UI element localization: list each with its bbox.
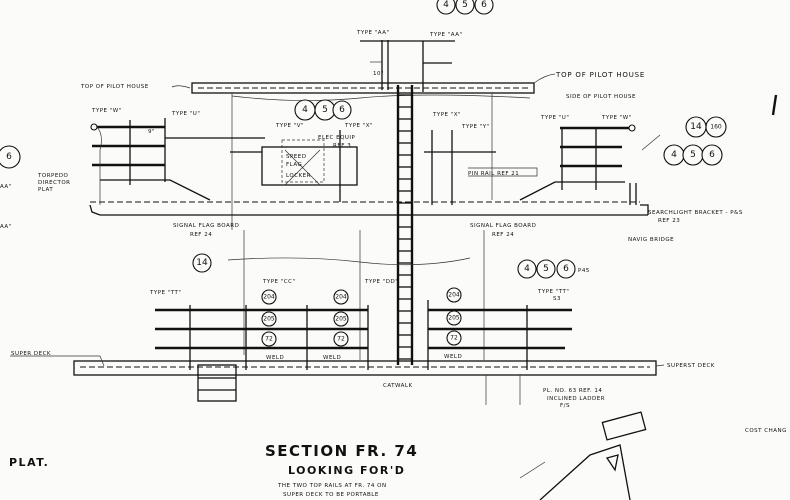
ref-circle-number: 6 xyxy=(709,150,715,160)
mast xyxy=(360,40,455,92)
left-rail xyxy=(90,118,265,205)
label-type-w: TYPE "W" xyxy=(601,115,632,121)
label-type-x: TYPE "X" xyxy=(432,112,461,118)
ref-circle-number: 72 xyxy=(265,336,273,343)
ref-circle-group-pilot: 4 5 6 xyxy=(294,99,352,121)
vertical-ladder xyxy=(396,85,414,365)
ref-circle-number: 4 xyxy=(443,0,449,10)
label-plat: PLAT xyxy=(38,187,53,193)
label-searchlight-bracket: SEARCHLIGHT BRACKET - P&S xyxy=(648,210,743,216)
label-signal-ref: REF 24 xyxy=(492,232,514,238)
ref-circle-group-right-b: 4 5 6 xyxy=(663,144,723,166)
label-type-cc: TYPE "CC" xyxy=(262,279,296,285)
label-top-of-pilot-house: TOP OF PILOT HOUSE xyxy=(555,71,645,79)
ref-circle-number: 72 xyxy=(337,336,345,343)
section-title: SECTION FR. 74 xyxy=(265,442,418,460)
ref-circle-number: 160 xyxy=(710,124,722,131)
label-weld: WELD xyxy=(266,355,284,361)
lower-rails xyxy=(155,300,572,405)
ref-circle-number: 6 xyxy=(563,264,569,274)
label-ladder-ref: PL. NO. 63 REF. 14 xyxy=(543,388,602,394)
label-type-v: TYPE "V" xyxy=(275,123,304,129)
ref-circle-number: 6 xyxy=(339,105,345,115)
ref-circle-number: 14 xyxy=(196,258,208,268)
ref-circle-number: 5 xyxy=(543,264,549,274)
label-type-u: TYPE "U" xyxy=(171,111,200,117)
ref-circle-number: 4 xyxy=(302,105,308,115)
label-elec-ref: REF 3 xyxy=(333,143,351,149)
label-navig-bridge: NAVIG BRIDGE xyxy=(628,237,674,243)
title-block: PLAT. SECTION FR. 74 LOOKING FOR'D THE T… xyxy=(9,442,418,498)
dimension-label: 9" xyxy=(148,129,155,135)
ref-circle-number: 6 xyxy=(6,152,12,162)
label-ladder-fs: F/S xyxy=(560,403,570,409)
ref-circle-number: 205 xyxy=(263,316,275,323)
label-type-aa-right: TYPE "AA" xyxy=(429,32,463,38)
searchlight xyxy=(519,411,647,500)
label-weld: WELD xyxy=(444,354,462,360)
section-note: SUPER DECK TO BE PORTABLE xyxy=(283,492,379,498)
label-type-tt: TYPE "TT" xyxy=(149,290,181,296)
ref-circles: 4 5 6 4 5 6 14 160 4 5 6 6 14 4 5 6 P45 … xyxy=(0,0,727,347)
label-type-w: TYPE "W" xyxy=(91,108,122,114)
plat-label: PLAT. xyxy=(9,456,49,469)
label-super-deck: SUPER DECK xyxy=(11,351,51,357)
ref-circle-group-top: 4 5 6 xyxy=(436,0,494,15)
label-elec-equip: ELEC EQUIP xyxy=(318,135,356,141)
right-rail xyxy=(560,124,661,205)
label-searchlight-ref: REF 23 xyxy=(658,218,680,224)
label-pin-rail: PIN RAIL REF 21 xyxy=(468,171,519,177)
ref-circle-number: 5 xyxy=(690,150,696,160)
label-type-aa-left: TYPE "AA" xyxy=(356,30,390,36)
ref-circle-number: 4 xyxy=(524,264,530,274)
ref-circle-number: 204 xyxy=(263,294,275,301)
edge-mark xyxy=(771,94,778,116)
annotations: TYPE "AA" TYPE "AA" AA" AA" TOP OF PILOT… xyxy=(0,30,787,434)
label-director: DIRECTOR xyxy=(38,180,71,186)
rail-callouts: 204 204 204 205 205 205 72 72 72 xyxy=(261,287,462,347)
label-superst-deck: SUPERST DECK xyxy=(667,363,715,369)
label-signal-flag-board: SIGNAL FLAG BOARD xyxy=(470,223,536,229)
label-type-aa-edge: AA" xyxy=(0,224,12,230)
label-inclined-ladder: INCLINED LADDER xyxy=(547,396,605,402)
dimension-label: 10" xyxy=(373,71,384,77)
ref-circle-number: 6 xyxy=(481,0,487,10)
section-note: THE TWO TOP RAILS AT FR. 74 ON xyxy=(277,483,387,489)
label-type-tt-ref: S3 xyxy=(553,296,561,302)
label-type-x: TYPE "X" xyxy=(344,123,373,129)
ref-circle-number: 5 xyxy=(462,0,468,10)
label-type-aa-edge: AA" xyxy=(0,184,12,190)
ref-circle-number: 4 xyxy=(671,150,677,160)
label-type-tt: TYPE "TT" xyxy=(537,289,569,295)
label-flag: FLAG xyxy=(286,162,302,168)
label-cost-change: COST CHANG xyxy=(745,428,787,434)
label-weld: WELD xyxy=(323,355,341,361)
ref-circle-number: 14 xyxy=(690,122,702,132)
label-speed: SPEED xyxy=(286,154,307,160)
label-top-of-pilot-house: TOP OF PILOT HOUSE xyxy=(80,84,149,90)
label-catwalk: CATWALK xyxy=(383,383,413,389)
label-signal-ref: REF 24 xyxy=(190,232,212,238)
pilot-house-top xyxy=(171,73,556,230)
ref-circle-number: 204 xyxy=(335,294,347,301)
label-locker: LOCKER xyxy=(286,173,311,179)
label-type-dd: TYPE "DD" xyxy=(364,279,398,285)
section-subtitle: LOOKING FOR'D xyxy=(288,464,405,477)
ref-circle-number: 205 xyxy=(448,315,460,322)
navig-bridge-deck xyxy=(89,130,649,216)
ref-circle-group-lower-right: 4 5 6 P45 xyxy=(517,259,590,279)
ref-circle-number: 5 xyxy=(322,105,328,115)
ref-circle-number: 204 xyxy=(448,292,460,299)
ref-suffix: P45 xyxy=(578,268,590,274)
super-deck xyxy=(10,230,665,376)
label-type-u: TYPE "U" xyxy=(540,115,569,121)
ref-circle-group-right-a: 14 160 xyxy=(685,116,727,138)
label-type-y: TYPE "Y" xyxy=(461,124,490,130)
label-side-of-pilot-house: SIDE OF PILOT HOUSE xyxy=(566,94,636,100)
ref-circle-number: 205 xyxy=(335,316,347,323)
label-torpedo: TORPEDO xyxy=(37,173,69,179)
label-signal-flag-board: SIGNAL FLAG BOARD xyxy=(173,223,239,229)
ref-circle-number: 72 xyxy=(450,335,458,342)
